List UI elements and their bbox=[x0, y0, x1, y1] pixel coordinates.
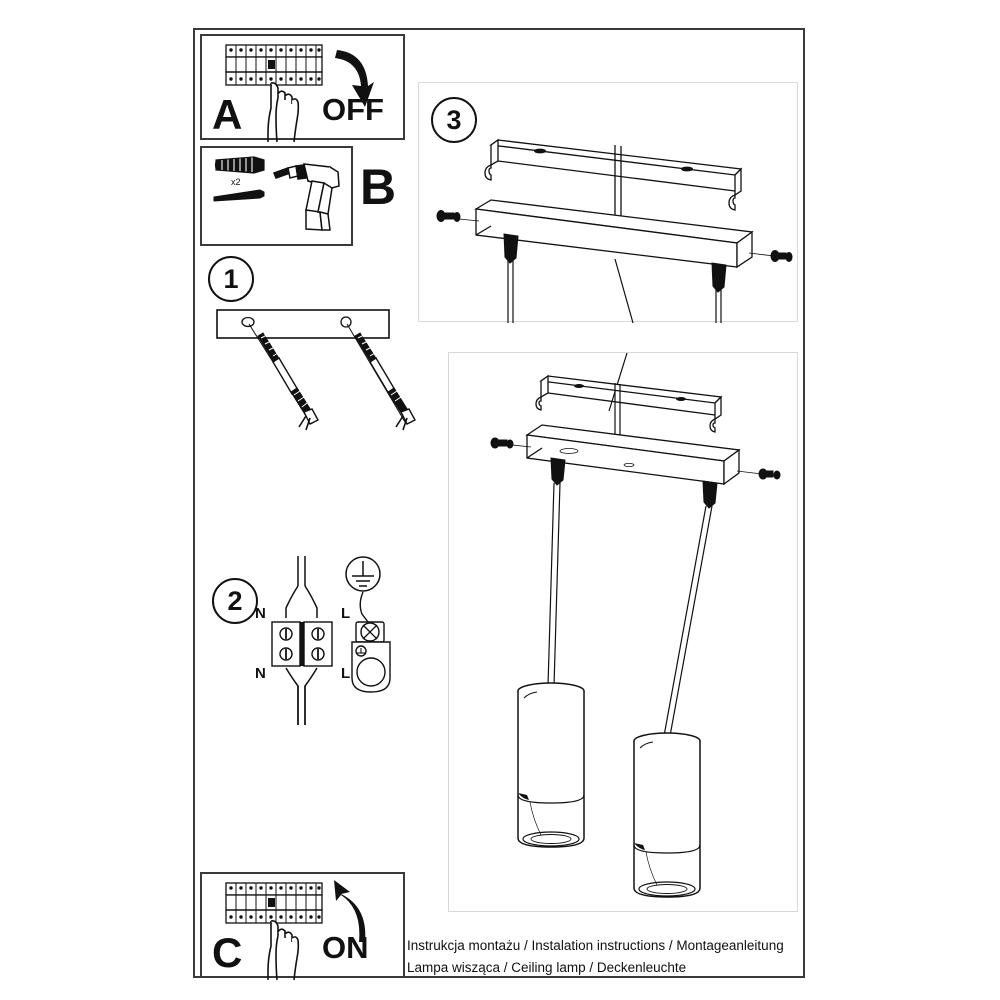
cable-grip-icon bbox=[503, 233, 727, 293]
panel-c-power-on: C ON bbox=[200, 872, 405, 981]
screw-icon bbox=[736, 468, 781, 480]
screw-anchor-icon bbox=[248, 323, 319, 431]
step-2-number: 2 bbox=[212, 578, 258, 624]
terminal-label-n-top: N bbox=[255, 605, 266, 622]
panel-a-power-off: A OFF bbox=[200, 34, 405, 143]
fuse-box-icon bbox=[225, 882, 323, 924]
ceiling-canopy-icon bbox=[525, 424, 741, 486]
step-3-number: 3 bbox=[431, 97, 477, 143]
earth-ground-symbol-icon bbox=[345, 556, 381, 592]
curved-arrow-up-icon bbox=[334, 880, 366, 942]
wall-plug-icon bbox=[214, 156, 265, 174]
panel-a-letter: A bbox=[212, 91, 242, 138]
panel-step-3: 3 bbox=[418, 82, 798, 324]
hand-pointing-icon bbox=[267, 920, 300, 981]
panel-step-1: 1 bbox=[200, 252, 416, 442]
earth-terminal-icon bbox=[351, 591, 391, 693]
suspension-cable-icon bbox=[614, 145, 622, 225]
footer-text: Instrukcja montażu / Instalation instruc… bbox=[407, 935, 787, 980]
pendant-tube-shade-icon bbox=[517, 682, 585, 848]
footer-line-2: Lampa wisząca / Ceiling lamp / Deckenleu… bbox=[407, 960, 687, 976]
terminal-block-icon bbox=[271, 621, 333, 667]
terminal-label-n-bottom: N bbox=[255, 665, 266, 682]
panel-a-action-word: OFF bbox=[322, 92, 384, 127]
screw-icon bbox=[748, 250, 793, 262]
screw-icon bbox=[436, 210, 480, 222]
panel-c-letter: C bbox=[212, 929, 242, 976]
panel-b-letter: B bbox=[360, 159, 396, 215]
power-drill-icon bbox=[273, 163, 340, 231]
hand-pointing-icon bbox=[267, 82, 300, 143]
screw-anchor-icon bbox=[346, 323, 416, 431]
cable-grip-icon bbox=[550, 457, 718, 509]
ceiling-canopy-icon bbox=[474, 199, 754, 269]
panel-step-2: 2 N L bbox=[200, 550, 405, 740]
bracket-icon bbox=[535, 374, 723, 433]
suspension-cable-icon bbox=[547, 482, 713, 737]
terminal-label-l-top: L bbox=[341, 605, 350, 622]
terminal-label-l-bottom: L bbox=[341, 665, 350, 682]
footer-line-1: Instrukcja montażu / Instalation instruc… bbox=[407, 938, 784, 953]
fuse-box-icon bbox=[225, 44, 323, 86]
curved-arrow-down-icon bbox=[335, 50, 374, 107]
suspension-cable-icon bbox=[507, 261, 722, 323]
pendant-tube-shade-icon bbox=[633, 732, 701, 898]
screw-icon bbox=[490, 437, 532, 449]
step-1-number: 1 bbox=[208, 256, 254, 302]
panel-lamp-assembly bbox=[448, 352, 798, 912]
panel-b-drill: x2 bbox=[200, 146, 353, 246]
bracket-icon bbox=[484, 138, 743, 211]
instruction-sheet-frame: A OFF bbox=[193, 28, 805, 981]
suspension-cable-icon bbox=[285, 556, 318, 725]
screw-icon bbox=[213, 189, 265, 202]
mounting-bar-icon bbox=[216, 309, 390, 339]
quantity-label: x2 bbox=[231, 177, 241, 187]
